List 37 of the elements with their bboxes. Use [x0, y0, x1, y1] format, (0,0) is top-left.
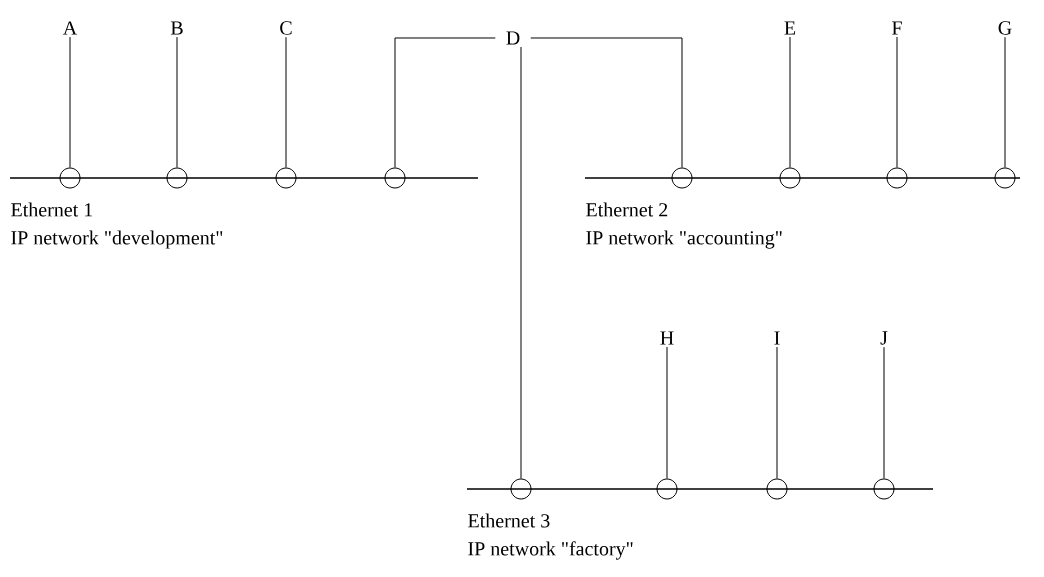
tap-circle — [766, 478, 788, 500]
host-label: C — [280, 21, 292, 35]
connector-line — [394, 37, 496, 168]
host-label: J — [880, 331, 888, 345]
host-label: H — [660, 331, 674, 345]
connector-line — [896, 36, 898, 168]
tap-circle — [166, 167, 188, 189]
host-label: G — [998, 21, 1012, 35]
tap-circle — [510, 478, 532, 500]
host-label: A — [63, 21, 78, 35]
connector-line — [530, 37, 683, 168]
host-label: D — [506, 31, 520, 45]
connector-line — [69, 36, 71, 168]
connector-line — [789, 36, 791, 168]
host-label: I — [774, 331, 780, 345]
tap-circle — [656, 478, 678, 500]
connector-line — [883, 346, 885, 479]
tap-circle — [779, 167, 801, 189]
ethernet-bus: Ethernet 3 IP network "factory" — [466, 488, 934, 560]
connector-line — [285, 36, 287, 168]
tap-circle — [59, 167, 81, 189]
tap-circle — [671, 167, 693, 189]
host-label: F — [892, 21, 902, 35]
connector-line — [176, 36, 178, 168]
tap-circle — [873, 478, 895, 500]
host-label: B — [170, 21, 183, 35]
tap-circle — [994, 167, 1016, 189]
connector-line — [520, 46, 522, 479]
ethernet-bus: Ethernet 2 IP network "accounting" — [584, 177, 1021, 249]
ethernet-bus: Ethernet 1 IP network "development" — [9, 177, 479, 249]
connector-line — [776, 346, 778, 479]
connector-line — [666, 346, 668, 479]
host-label: E — [784, 21, 796, 35]
tap-circle — [275, 167, 297, 189]
connector-line — [1004, 36, 1006, 168]
tap-circle — [384, 167, 406, 189]
tap-circle — [886, 167, 908, 189]
